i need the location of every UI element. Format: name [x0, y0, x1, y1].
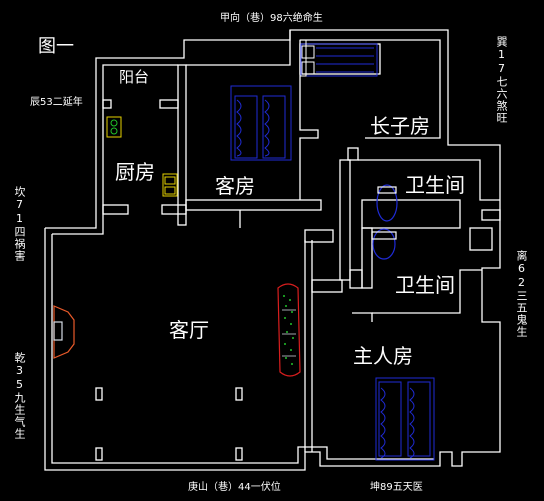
kitchen-wall-mid — [159, 99, 179, 109]
left-note: 辰53二延年 — [30, 97, 83, 108]
room-label-balcony: 阳台 — [119, 68, 150, 86]
kitchen-bottom-left — [102, 204, 129, 215]
room-label-guest-room: 客房 — [215, 174, 255, 198]
living-partition-top — [304, 229, 334, 243]
diagram-title: 图一 — [38, 36, 74, 57]
bottom-annotation-left: 庚山（巷）44一伏位 — [188, 482, 281, 493]
sofa-cushions — [282, 309, 296, 357]
post-4 — [95, 447, 103, 461]
kitchen-wall-top — [102, 99, 112, 109]
guest-room-right — [299, 40, 319, 200]
outer-wall — [44, 228, 501, 471]
room-label-bathroom-2: 卫生间 — [395, 273, 455, 297]
living-partition-mid — [311, 279, 343, 293]
right-vertical-top: 巽17七六煞旺 — [495, 36, 508, 124]
post-1 — [95, 387, 103, 401]
room-label-eldest-son-room: 长子房 — [370, 114, 430, 138]
master-door-wall — [352, 312, 373, 322]
bath-wall-b — [361, 199, 461, 229]
post-2 — [235, 387, 243, 401]
toilet-1 — [376, 184, 398, 222]
room-label-living-room: 客厅 — [169, 318, 209, 342]
toilet-2 — [371, 228, 397, 260]
bath-wall-d — [361, 227, 373, 289]
room-label-master-room: 主人房 — [353, 344, 413, 368]
bathroom-block — [358, 159, 500, 201]
bath-small — [481, 209, 501, 221]
guest-room-bottom — [185, 199, 322, 211]
bottom-annotation-right: 坤89五天医 — [370, 482, 423, 493]
guest-room-wall — [186, 30, 291, 66]
left-vertical-upper: 坎71四祸害 — [13, 186, 26, 262]
bath-wall-c — [469, 227, 493, 251]
upper-left-wall-inner — [52, 64, 178, 235]
son-bed — [300, 43, 378, 77]
kitchen-wall-right — [177, 64, 187, 226]
son-room-door-post — [347, 147, 359, 161]
kitchen-stove — [106, 116, 122, 138]
guest-bed — [230, 85, 292, 161]
tv-cabinet — [53, 305, 75, 359]
son-room-inner — [300, 39, 441, 139]
outer-wall-inner — [51, 234, 434, 464]
bath2-bottom — [372, 269, 482, 314]
room-label-bathroom-1: 卫生间 — [405, 173, 465, 197]
post-3 — [235, 447, 243, 461]
room-label-kitchen: 厨房 — [115, 160, 155, 184]
master-bed — [375, 377, 435, 461]
bath-wall-a — [339, 159, 351, 281]
top-annotation: 甲向（巷）98六绝命生 — [220, 13, 323, 24]
bath-wall-e — [349, 269, 363, 289]
sofa-pattern — [283, 295, 294, 365]
upper-left-wall — [45, 29, 501, 229]
left-vertical-lower: 乾35九生气生 — [13, 352, 26, 440]
right-vertical-lower: 离62三五鬼生 — [515, 250, 528, 338]
kitchen-bottom-right — [161, 204, 187, 215]
sofa — [277, 283, 301, 377]
son-wardrobe — [299, 39, 307, 77]
kitchen-sink — [162, 173, 178, 197]
